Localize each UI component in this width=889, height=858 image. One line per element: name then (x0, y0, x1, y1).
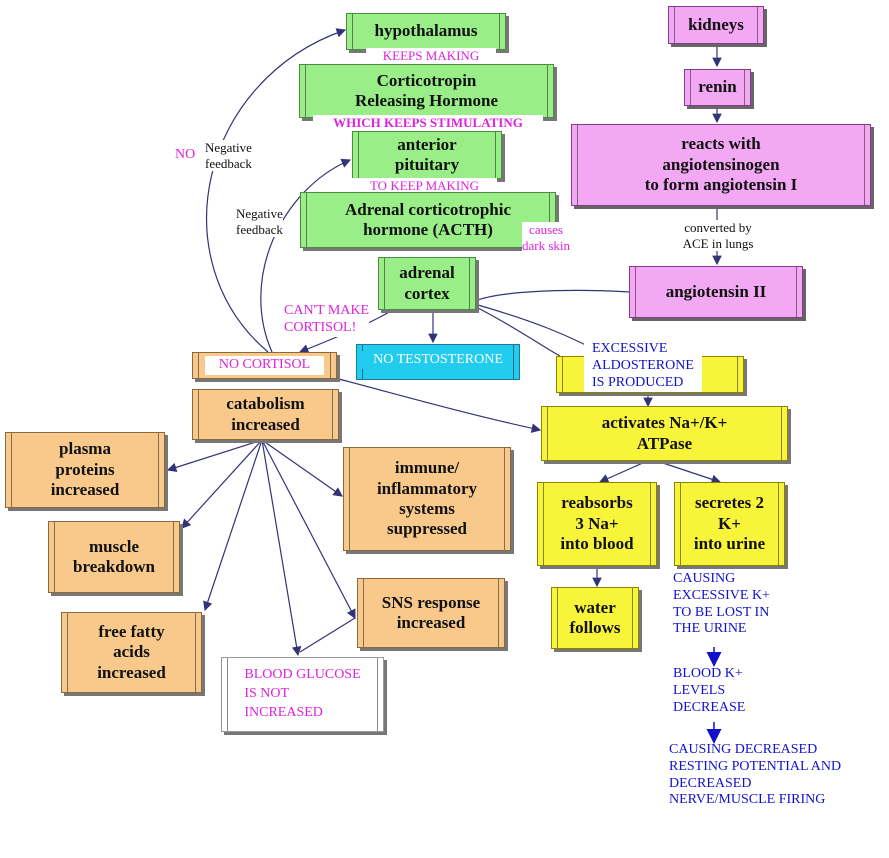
negative-feedback-2-label: Negative feedback (236, 206, 283, 238)
renin-label: renin (698, 77, 737, 97)
angiotensinogen-label-line1: reacts with (681, 134, 761, 154)
angiotensinogen-box: reacts with angiotensinogen to form angi… (571, 124, 871, 206)
aldosterone-label: EXCESSIVE ALDOSTERONE IS PRODUCED (584, 340, 702, 393)
decreased-firing-label: CAUSING DECREASED RESTING POTENTIAL AND … (669, 742, 842, 808)
reabsorbs-label-line2: 3 Na+ (575, 513, 619, 533)
reabsorbs-label-line3: into blood (560, 534, 634, 554)
kidneys-box: kidneys (668, 6, 764, 44)
arrow-catabolism-sns (261, 439, 356, 620)
free-fatty-acids-label-line3: increased (97, 662, 166, 682)
no-label: NO (175, 147, 196, 162)
no-cortisol-label: NO CORTISOL (218, 357, 311, 373)
immune-label-line2: inflammatory (376, 478, 478, 498)
blood-k-levels-label: BLOOD K+ LEVELS DECREASE (673, 666, 746, 715)
no-cortisol-box: NO CORTISOL (192, 352, 337, 379)
arrow-atpase-reabsorbs (598, 461, 646, 483)
immune-label-line4: suppressed (387, 519, 467, 539)
plasma-proteins-label-line3: increased (50, 480, 120, 500)
adrenal-cortex-label-line1: adrenal (399, 263, 455, 283)
angiotensin-ii-box: angiotensin II (629, 266, 803, 318)
which-keeps-stimulating-label: WHICH KEEPS STIMULATING (313, 115, 543, 131)
water-follows-label-line1: water (574, 597, 616, 617)
angiotensin-ii-label: angiotensin II (665, 281, 767, 301)
hypothalamus-label: hypothalamus (374, 21, 478, 41)
anterior-pituitary-label-line1: anterior (397, 134, 457, 154)
atpase-label-line1: activates Na+/K+ (601, 413, 728, 433)
angiotensinogen-label-line2: angiotensinogen (662, 154, 780, 174)
sns-response-label-line1: SNS response (381, 592, 481, 612)
arrow-catabolism-plasma (166, 439, 263, 473)
adrenal-cortex-label-line2: cortex (404, 283, 450, 303)
to-keep-making-label: TO KEEP MAKING (352, 178, 497, 194)
arrow-catabolism-ffa (203, 439, 263, 612)
atpase-box: activates Na+/K+ ATPase (541, 406, 788, 461)
plasma-proteins-box: plasma proteins increased (5, 432, 165, 508)
immune-box: immune/ inflammatory systems suppressed (343, 447, 511, 551)
blood-glucose-label-line3: INCREASED (244, 704, 323, 720)
muscle-breakdown-label-line2: breakdown (73, 557, 155, 576)
crh-label-line1: Corticotropin (376, 70, 477, 90)
secretes-box: secretes 2 K+ into urine (674, 482, 785, 566)
immune-label-line1: immune/ (394, 458, 460, 478)
free-fatty-acids-label-line2: acids (113, 642, 150, 662)
crh-label-line2: Releasing Hormone (354, 91, 499, 110)
hypothalamus-box: hypothalamus (346, 13, 506, 50)
catabolism-label-line2: increased (231, 414, 300, 434)
acth-label-line2: hormone (ACTH) (363, 220, 493, 239)
arrow-sns-glucose (299, 617, 356, 653)
muscle-breakdown-label-line1: muscle (88, 536, 140, 556)
renin-box: renin (684, 69, 751, 106)
catabolism-box: catabolism increased (192, 389, 339, 440)
crh-box: Corticotropin Releasing Hormone (299, 64, 554, 118)
plasma-proteins-label-line2: proteins (55, 459, 115, 479)
arrow-cortisol-atpase (334, 377, 542, 433)
no-testosterone-label: NO TESTOSTERONE (373, 351, 503, 367)
sns-response-box: SNS response increased (357, 578, 505, 648)
free-fatty-acids-box: free fatty acids increased (61, 612, 202, 693)
muscle-breakdown-box: muscle breakdown (48, 521, 180, 593)
blood-glucose-box: BLOOD GLUCOSE IS NOT INCREASED (221, 657, 384, 732)
anterior-pituitary-box: anterior pituitary (352, 131, 502, 179)
arrow-negative-feedback-pituitary (260, 158, 352, 353)
water-follows-label-line2: follows (569, 618, 621, 637)
arrow-negative-feedback-hypothalamus (206, 28, 347, 353)
reabsorbs-label-line1: reabsorbs (561, 493, 633, 513)
converted-by-ace-label: converted by ACE in lungs (668, 220, 768, 252)
keeps-making-label: KEEPS MAKING (366, 48, 496, 64)
arrow-catabolism-muscle (181, 439, 263, 529)
cant-make-cortisol-label: CAN'T MAKE CORTISOL! (284, 303, 370, 337)
angiotensinogen-label-line3: to form angiotensin I (644, 175, 798, 195)
secretes-label-line1: secretes 2 (694, 493, 765, 513)
no-testosterone-box: NO TESTOSTERONE (356, 344, 520, 380)
causing-k-loss-label: CAUSING EXCESSIVE K+ TO BE LOST IN THE U… (673, 571, 770, 637)
causes-dark-skin-label: causes dark skin (522, 222, 571, 254)
reabsorbs-box: reabsorbs 3 Na+ into blood (537, 482, 657, 566)
anterior-pituitary-label-line2: pituitary (394, 155, 460, 174)
arrow-catabolism-immune (261, 439, 343, 497)
immune-label-line3: systems (399, 499, 455, 518)
catabolism-label-line1: catabolism (226, 394, 305, 414)
secretes-label-line2: K+ (718, 513, 741, 533)
negative-feedback-1-label: Negative feedback (205, 140, 252, 172)
acth-label-line1: Adrenal corticotrophic (344, 199, 512, 219)
atpase-label-line2: ATPase (636, 433, 693, 453)
adrenal-cortex-box: adrenal cortex (378, 257, 476, 310)
arrow-catabolism-glucose (261, 439, 302, 657)
arrow-angiotensin-cortex (477, 289, 631, 301)
acth-box: Adrenal corticotrophic hormone (ACTH) (300, 192, 556, 248)
blood-glucose-label-line1: BLOOD GLUCOSE (244, 667, 361, 683)
sns-response-label-line2: increased (396, 613, 466, 632)
kidneys-label: kidneys (688, 14, 744, 34)
blood-glucose-label-line2: IS NOT (244, 686, 290, 702)
secretes-label-line3: into urine (693, 534, 766, 554)
water-follows-box: water follows (551, 587, 639, 649)
free-fatty-acids-label-line1: free fatty (98, 621, 165, 641)
plasma-proteins-label-line1: plasma (59, 439, 111, 459)
arrow-atpase-secretes (659, 461, 722, 484)
